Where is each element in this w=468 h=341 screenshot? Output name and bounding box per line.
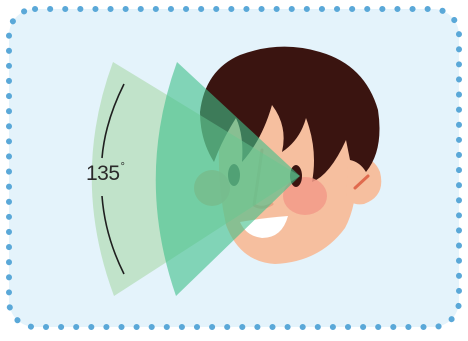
angle-value: 135 (86, 162, 120, 185)
angle-unit: ° (121, 161, 125, 173)
angle-label: 135° (86, 162, 124, 186)
